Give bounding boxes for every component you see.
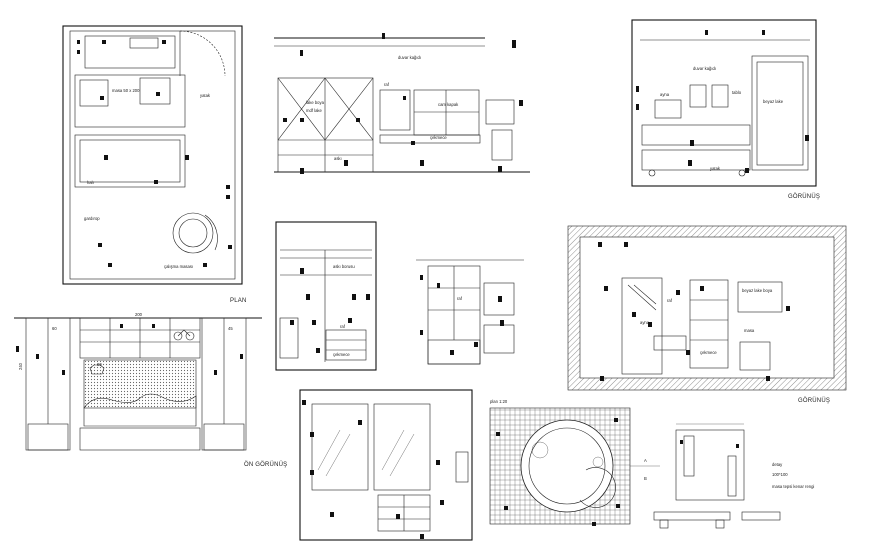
plan-rug-label: halı (87, 180, 94, 185)
e1-mdf-label: mdf lake (306, 108, 322, 113)
view2-caption: GÖRÜNÜŞ (798, 397, 830, 404)
plan-chair-label: çalışma masası (164, 264, 193, 269)
plan-wardrobe-label: gardırop (84, 216, 100, 221)
front-dim-1: 240 (18, 362, 23, 370)
v2-drawer-label: çekmece (700, 350, 717, 355)
w-drawer-label: çekmece (333, 352, 350, 357)
e2-bed-label: yatak (710, 166, 721, 171)
v2-table-label: masa (744, 328, 755, 333)
pl-scale-label: plan 1:20 (490, 399, 508, 404)
view1-caption: GÖRÜNÜŞ (788, 193, 820, 200)
w-shelf-label: raf (340, 324, 346, 329)
elevation-wardrobe: askı borusu raf çekmece (275, 221, 377, 371)
e1-wall-label: duvar kağıdı (398, 55, 421, 60)
e1-drawer-label: çekmece (430, 135, 447, 140)
dt-a-label: A (644, 458, 647, 463)
v2-shelf-label: raf (667, 298, 673, 303)
front-caption: ÖN GÖRÜNÜŞ (244, 461, 287, 468)
e1-shelf-label: raf (384, 82, 390, 87)
furniture-detail: detay 100*100 masa tepsi kenar rengi (653, 423, 814, 529)
elevation-shelf-unit: raf (416, 259, 524, 365)
plan-caption: PLAN (230, 298, 246, 304)
elevation-mirror-panels (299, 389, 473, 541)
dt-l3-label: masa tepsi kenar rengi (772, 484, 814, 489)
v2-mirror-label: ayna (640, 320, 650, 325)
elevation-bed-wall: duvar kağıdı tablo ayna beyaz lake yatak… (631, 19, 820, 200)
dt-b-label: B (644, 476, 647, 481)
ch-shelf-label: raf (457, 296, 463, 301)
plan-bed-label: yatak (200, 93, 211, 98)
front-elevation: 240 60 45 200 90 ÖN GÖRÜNÜŞ (14, 312, 287, 468)
front-dim-4: 200 (135, 312, 143, 317)
v2-lacquer-label: beyaz lake boya (742, 288, 773, 293)
round-table-plan: plan 1:20 A B (489, 399, 660, 526)
elevation-wardrobe-desk: duvar kağıdı lake boya mdf lake raf cam … (274, 33, 530, 174)
w-rail-label: askı borusu (333, 264, 355, 269)
elevation-room-section: beyaz lake boya raf masa ayna çekmece GÖ… (567, 225, 847, 404)
e1-lacquer-label: lake boya (306, 100, 325, 105)
e1-glass-label: cam kapak (438, 102, 459, 107)
e2-mirror-label: ayna (660, 92, 670, 97)
e1-hanger-label: askı (334, 156, 342, 161)
dt-l2-label: 100*100 (772, 472, 788, 477)
front-dim-3: 45 (228, 326, 233, 331)
front-dim-5: 90 (97, 362, 102, 367)
front-dim-2: 60 (52, 326, 57, 331)
floor-plan: masa 50 x 200 yatak halı gardırop çalışm… (62, 25, 246, 304)
dt-l1-label: detay (772, 462, 783, 467)
e2-wall-label: duvar kağıdı (693, 66, 716, 71)
e2-frame-label: tablo (732, 90, 742, 95)
e2-lacquer-label: beyaz lake (763, 99, 784, 104)
plan-desk-label: masa 50 x 200 (112, 88, 140, 93)
